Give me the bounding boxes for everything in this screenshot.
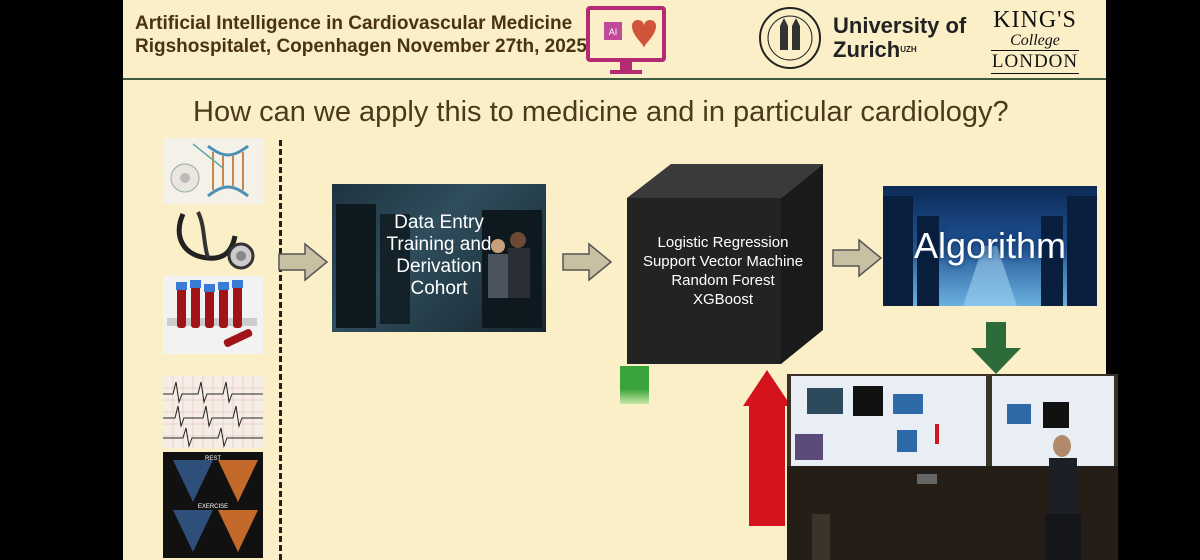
algorithm-label: Algorithm (913, 225, 1067, 266)
ai-logo-text: AI (609, 27, 618, 37)
kcl-line3: LONDON (991, 50, 1079, 74)
speaker-video-inset (787, 374, 1118, 560)
black-box-label: Logistic Regression Support Vector Machi… (618, 233, 828, 309)
model-logistic-regression: Logistic Regression (657, 234, 789, 251)
presentation-slide: Artificial Intelligence in Cardiovascula… (123, 0, 1106, 560)
uzh-line2: Zurich (833, 37, 901, 62)
data-entry-line4: Cohort (410, 278, 468, 299)
echo-icon: REST EXERCISE (163, 452, 263, 558)
header-divider (123, 78, 1106, 80)
kcl-logo: KING'S College LONDON (985, 8, 1085, 74)
uzh-seal-icon (759, 7, 821, 69)
green-marker (620, 366, 649, 404)
slide-question: How can we apply this to medicine and in… (193, 96, 1009, 128)
dna-icon (163, 138, 263, 204)
kcl-line1: KING'S (993, 7, 1077, 33)
uzh-suffix: UZH (900, 45, 917, 54)
arrow-down-icon (971, 322, 1021, 374)
blood-tubes-icon (163, 276, 263, 354)
data-entry-line2: Training and (386, 234, 492, 255)
uzh-wordmark: University of ZurichUZH (833, 14, 966, 62)
model-support-vector-machine: Support Vector Machine (642, 253, 804, 270)
data-entry-box: Data Entry Training and Derivation Cohor… (332, 184, 546, 332)
arrow-right-icon (832, 238, 883, 278)
dashed-divider (279, 140, 282, 560)
data-entry-line3: Derivation (396, 256, 482, 277)
echo-exercise-label: EXERCISE (198, 504, 228, 510)
conference-title-line1: Artificial Intelligence in Cardiovascula… (135, 13, 573, 34)
ecg-icon (163, 376, 263, 448)
stethoscope-icon (163, 206, 263, 272)
kcl-line2: College (1010, 32, 1060, 49)
black-box-cube (627, 164, 823, 364)
echo-rest-label: REST (205, 456, 221, 462)
conference-title: Artificial Intelligence in Cardiovascula… (135, 12, 587, 58)
arrow-right-icon (278, 242, 329, 282)
data-center-photo (883, 196, 1097, 306)
return-arrow-icon (743, 370, 791, 526)
model-random-forest: Random Forest (671, 272, 775, 289)
uzh-line1: University of (833, 13, 967, 38)
arrow-right-icon (562, 242, 613, 282)
conference-title-line2: Rigshospitalet, Copenhagen November 27th… (135, 36, 587, 57)
ai-heart-logo: AI (586, 6, 666, 74)
data-entry-line1: Data Entry (394, 212, 484, 233)
data-entry-label: Data Entry Training and Derivation Cohor… (332, 212, 546, 300)
algorithm-box: Algorithm (883, 186, 1097, 306)
model-xgboost: XGBoost (692, 291, 754, 308)
server-room-photo (336, 204, 542, 328)
speaker-video-frame (787, 374, 1118, 560)
